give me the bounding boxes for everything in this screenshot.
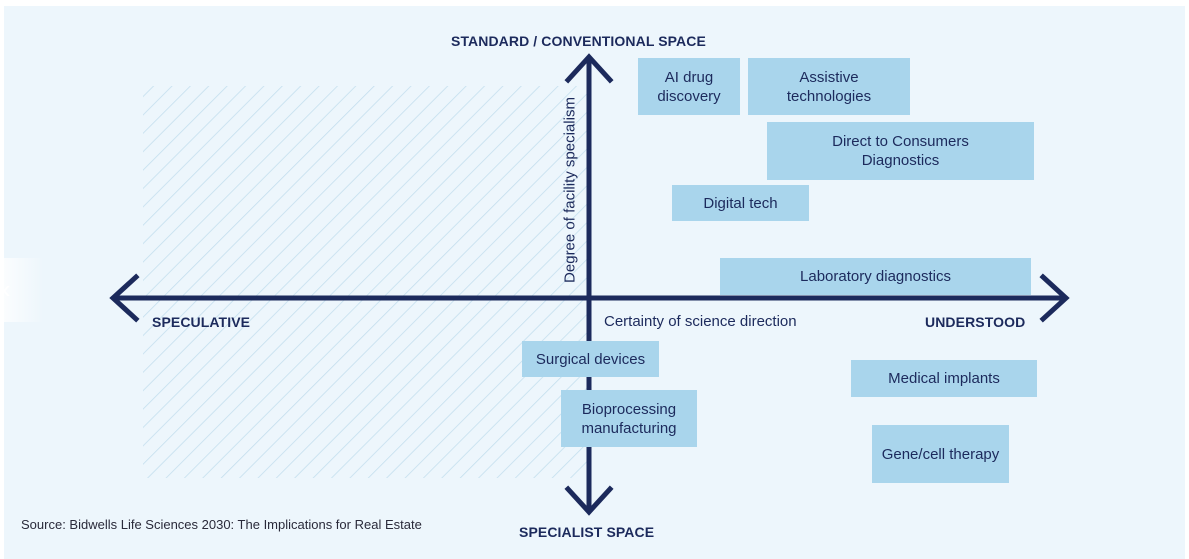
item-gene-cell-therapy: Gene/cell therapy: [872, 425, 1009, 483]
horizontal-axis-title: Certainty of science direction: [604, 313, 797, 330]
source-caption: Source: Bidwells Life Sciences 2030: The…: [21, 517, 422, 532]
speculative-hatched-region: [143, 86, 588, 478]
item-laboratory-diagnostics: Laboratory diagnostics: [720, 258, 1031, 295]
arrow-left-icon: [109, 273, 140, 323]
vertical-axis-title: Degree of facility specialism: [561, 97, 579, 283]
chevron-left-icon[interactable]: ‹: [2, 274, 11, 304]
carousel-prev-area[interactable]: [0, 258, 44, 322]
axis-label-top: STANDARD / CONVENTIONAL SPACE: [451, 33, 706, 49]
item-direct-to-consumers-diagnostics: Direct to Consumers Diagnostics: [767, 122, 1034, 180]
axis-label-bottom: SPECIALIST SPACE: [519, 524, 655, 540]
arrow-up-icon: [564, 53, 614, 84]
item-surgical-devices: Surgical devices: [522, 341, 659, 377]
axis-label-left: SPECULATIVE: [152, 314, 251, 330]
item-ai-drug-discovery: AI drug discovery: [638, 58, 740, 115]
arrow-right-icon: [1039, 273, 1070, 323]
arrow-down-icon: [564, 485, 614, 516]
item-medical-implants: Medical implants: [851, 360, 1037, 397]
item-bioprocessing-manufacturing: Bioprocessing manufacturing: [561, 390, 697, 447]
item-assistive-technologies: Assistive technologies: [748, 58, 910, 115]
item-digital-tech: Digital tech: [672, 185, 809, 221]
axis-label-right: UNDERSTOOD: [925, 314, 1026, 330]
